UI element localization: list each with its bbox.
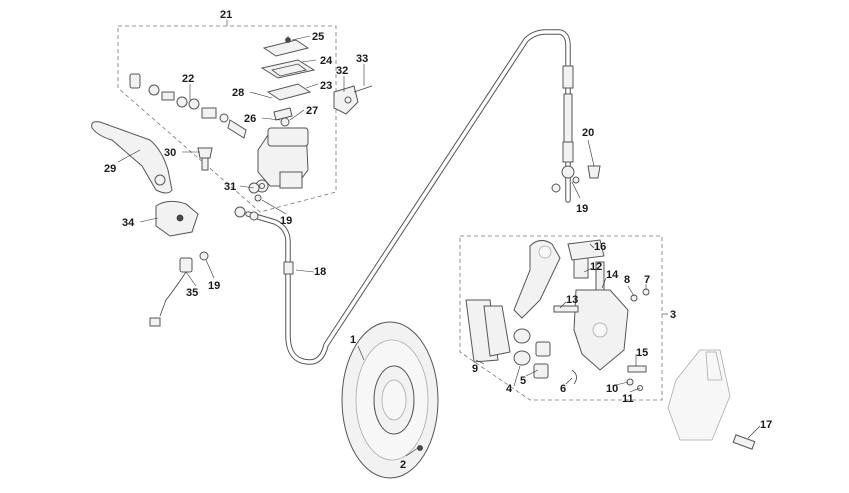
callout-11: 11 [622, 393, 634, 405]
callout-23: 23 [320, 80, 332, 92]
callout-24: 24 [320, 55, 333, 67]
switch-housing [155, 200, 199, 237]
banjo-bolt-right [551, 165, 601, 193]
callout-1: 1 [350, 334, 356, 346]
callout-4: 4 [506, 383, 513, 395]
caliper-group-box [459, 235, 663, 401]
pad-spring [567, 239, 605, 261]
piston-kit [129, 73, 247, 139]
callout-19-left: 19 [208, 280, 220, 292]
fork-leg [667, 349, 756, 450]
callout-15: 15 [636, 347, 648, 359]
callout-5: 5 [520, 375, 526, 387]
callout-14: 14 [606, 269, 619, 281]
callout-34: 34 [122, 217, 135, 229]
callout-3: 3 [670, 309, 676, 321]
callout-19-right: 19 [576, 203, 588, 215]
master-cylinder-body [255, 127, 309, 193]
callout-9: 9 [472, 363, 478, 375]
callout-7: 7 [644, 274, 650, 286]
master-cylinder-group-box [117, 25, 337, 213]
callout-19-mid: 19 [280, 215, 292, 227]
callout-31: 31 [224, 181, 236, 193]
banjo-bolt-left [234, 182, 262, 221]
brake-disc [341, 321, 439, 479]
callout-25: 25 [312, 31, 324, 43]
reservoir-cap [262, 36, 310, 57]
callout-2: 2 [400, 459, 406, 471]
caliper-small-parts [571, 288, 650, 391]
callout-35: 35 [186, 287, 198, 299]
reservoir-diaphragm [273, 107, 293, 127]
callout-30: 30 [164, 147, 176, 159]
callout-labels: 1 2 3 4 5 6 7 8 9 10 11 12 13 14 15 16 1… [104, 9, 772, 471]
caliper-bracket [513, 240, 561, 319]
bracket [333, 85, 373, 115]
callout-21: 21 [220, 9, 232, 21]
reservoir-gasket [266, 83, 312, 101]
callout-27: 27 [306, 105, 318, 117]
callout-29: 29 [104, 163, 116, 175]
brake-lever [91, 121, 173, 194]
callout-8: 8 [624, 274, 630, 286]
callout-26: 26 [244, 113, 256, 125]
callout-10: 10 [606, 383, 618, 395]
callout-32: 32 [336, 65, 348, 77]
lever-pivot-bolt [197, 147, 213, 171]
callout-28: 28 [232, 87, 244, 99]
callout-22: 22 [182, 73, 194, 85]
brake-hose [245, 29, 575, 365]
caliper-pistons [513, 328, 551, 379]
callout-17: 17 [760, 419, 772, 431]
callout-12: 12 [590, 261, 602, 273]
callout-33: 33 [356, 53, 368, 65]
callout-20: 20 [582, 127, 594, 139]
cap-plate [260, 59, 316, 79]
callout-16: 16 [594, 241, 606, 253]
caliper-body [553, 257, 629, 371]
pressure-switch [149, 251, 209, 327]
callout-18: 18 [314, 266, 326, 278]
callout-6: 6 [560, 383, 566, 395]
brake-pads [465, 299, 511, 363]
leader-lines [117, 20, 761, 457]
callout-13: 13 [566, 294, 578, 306]
